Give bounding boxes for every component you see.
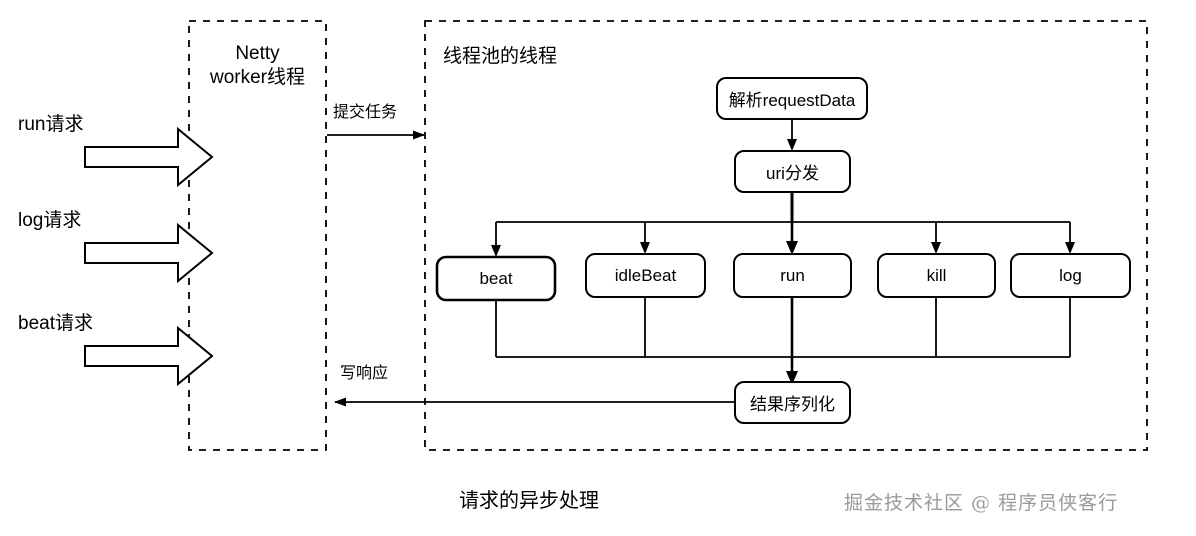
node-label-handler-beat: beat — [479, 268, 513, 288]
diagram-caption: 请求的异步处理 — [459, 490, 599, 512]
panel-netty-worker-title: Netty worker线程 — [189, 42, 326, 90]
node-label-handler-run: run — [780, 265, 805, 285]
request-label-run: run请求 — [18, 114, 84, 135]
node-label-handler-kill: kill — [926, 265, 947, 285]
node-label-result-serialize: 结果序列化 — [750, 395, 835, 414]
node-result-serialize[interactable] — [734, 381, 851, 424]
node-label-handler-log: log — [1059, 265, 1082, 285]
node-label-handler-idlebeat: idleBeat — [614, 265, 677, 285]
panel-thread-pool — [424, 20, 1148, 451]
block-arrow-run-request — [84, 126, 214, 188]
panel-thread-pool-title: 线程池的线程 — [443, 46, 558, 67]
block-arrow-log-request — [84, 222, 214, 284]
request-label-beat: beat请求 — [18, 313, 93, 334]
watermark: 掘金技术社区 @ 程序员侠客行 — [844, 492, 1119, 514]
edge-label-write-response: 写响应 — [340, 365, 389, 382]
panel-netty-worker — [188, 20, 327, 451]
request-label-log: log请求 — [18, 210, 82, 231]
node-label-parse-request-data: 解析requestData — [728, 91, 856, 110]
panel-netty-worker-title-line2: worker线程 — [209, 66, 305, 88]
block-arrow-beat-request — [84, 325, 214, 387]
node-label-uri-dispatch: uri分发 — [766, 164, 819, 183]
panel-netty-worker-title-line1: Netty — [235, 43, 280, 64]
edge-label-submit-task: 提交任务 — [333, 104, 398, 121]
